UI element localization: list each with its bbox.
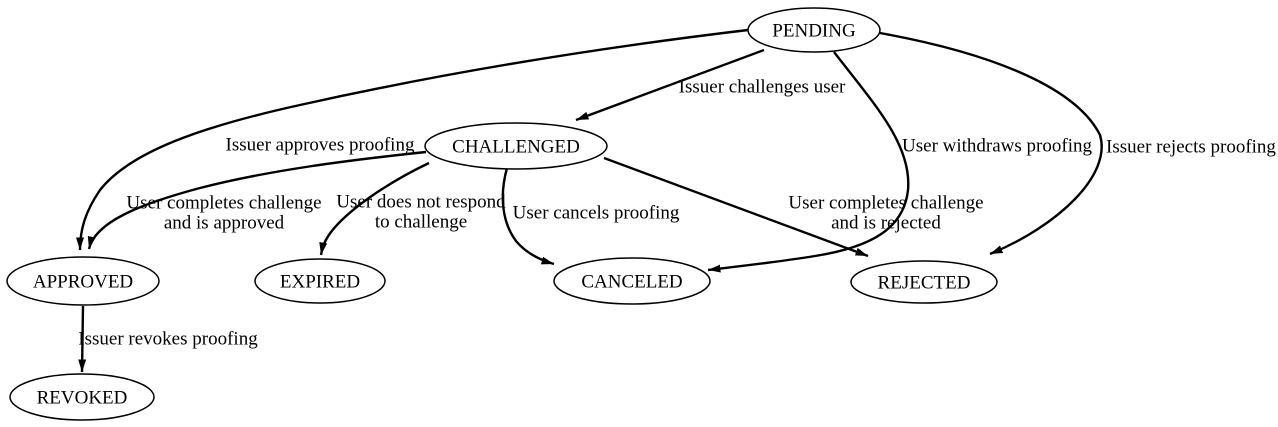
node-pending-label: PENDING [772, 21, 856, 42]
node-expired: EXPIRED [254, 258, 386, 304]
node-challenged-label: CHALLENGED [452, 137, 580, 158]
node-canceled: CANCELED [553, 257, 711, 305]
edge-label-challenged-canceled: User cancels proofing [513, 203, 680, 224]
node-expired-label: EXPIRED [280, 272, 360, 293]
node-revoked: REVOKED [9, 373, 155, 421]
node-rejected-label: REJECTED [878, 273, 971, 294]
node-challenged-ellipse [424, 122, 608, 170]
edge-pending-challenged [575, 48, 765, 122]
node-pending-ellipse [747, 7, 881, 53]
node-approved-label: APPROVED [33, 272, 133, 293]
node-pending: PENDING [747, 7, 881, 53]
edge-label-approved-revoked: Issuer revokes proofing [78, 329, 258, 350]
edge-challenged-canceled [501, 167, 555, 266]
edge-pending-rejected [879, 31, 1103, 256]
edge-pending-approved [76, 28, 749, 251]
nodes-layer: PENDING CHALLENGED APPROVED EXPIRED CANCELED… [6, 7, 998, 421]
edge-approved-revoked [78, 305, 87, 373]
node-rejected: REJECTED [850, 260, 998, 304]
edge-label-pending-challenged: Issuer challenges user [679, 77, 846, 98]
node-revoked-label: REVOKED [37, 388, 128, 409]
node-rejected-ellipse [850, 260, 998, 304]
node-revoked-ellipse [9, 373, 155, 421]
edge-label-pending-canceled: User withdraws proofing [902, 136, 1092, 157]
edge-label-pending-rejected: Issuer rejects proofing [1106, 137, 1276, 158]
node-approved-ellipse [6, 256, 160, 306]
node-canceled-label: CANCELED [581, 272, 682, 293]
edge-label-pending-approved: Issuer approves proofing [226, 135, 415, 156]
edge-challenged-approved [87, 150, 427, 250]
node-expired-ellipse [254, 258, 386, 304]
edges-layer [76, 28, 1103, 373]
node-approved: APPROVED [6, 256, 160, 306]
node-canceled-ellipse [553, 257, 711, 305]
edge-challenged-rejected [603, 156, 869, 258]
node-challenged: CHALLENGED [424, 122, 608, 170]
edge-pending-canceled [707, 51, 910, 273]
edge-challenged-expired [319, 161, 430, 256]
